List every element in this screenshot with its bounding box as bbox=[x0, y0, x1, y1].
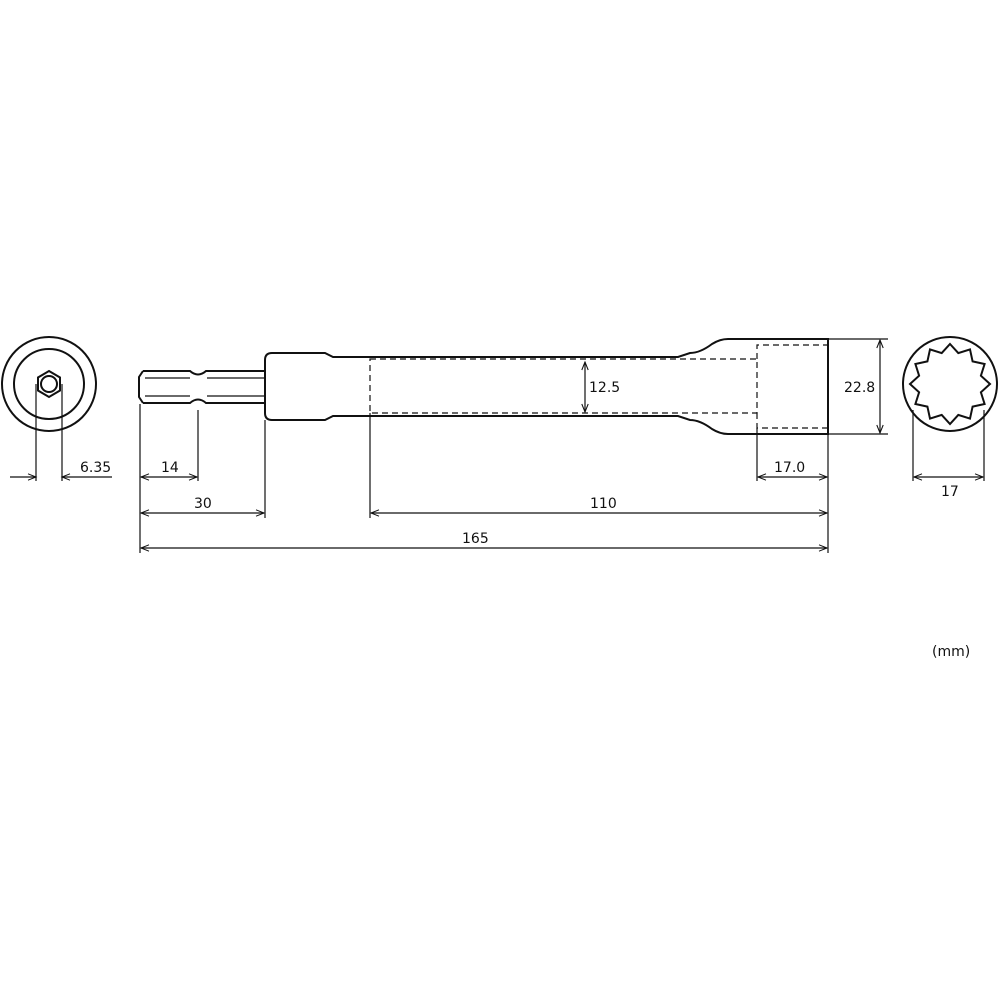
dim-socket-depth-length: 110 bbox=[590, 496, 617, 512]
dim-square-drive: 6.35 bbox=[80, 460, 111, 476]
dim-hex-length: 14 bbox=[161, 460, 179, 476]
twelve-point-socket bbox=[908, 342, 992, 426]
dim-bore-diameter: 12.5 bbox=[589, 380, 620, 396]
right-end-view: 17 bbox=[902, 336, 998, 500]
dim-head-diameter: 22.8 bbox=[844, 380, 875, 396]
dim-socket-depth: 17.0 bbox=[774, 460, 805, 476]
dim-socket-size: 17 bbox=[941, 484, 959, 500]
dim-overall-length: 165 bbox=[462, 531, 489, 547]
side-view: 12.5 22.8 14 17.0 30 110 165 bbox=[138, 338, 888, 553]
left-end-view: 6.35 bbox=[1, 336, 112, 481]
dim-shank-length: 30 bbox=[194, 496, 212, 512]
unit-label: (mm) bbox=[932, 644, 970, 660]
